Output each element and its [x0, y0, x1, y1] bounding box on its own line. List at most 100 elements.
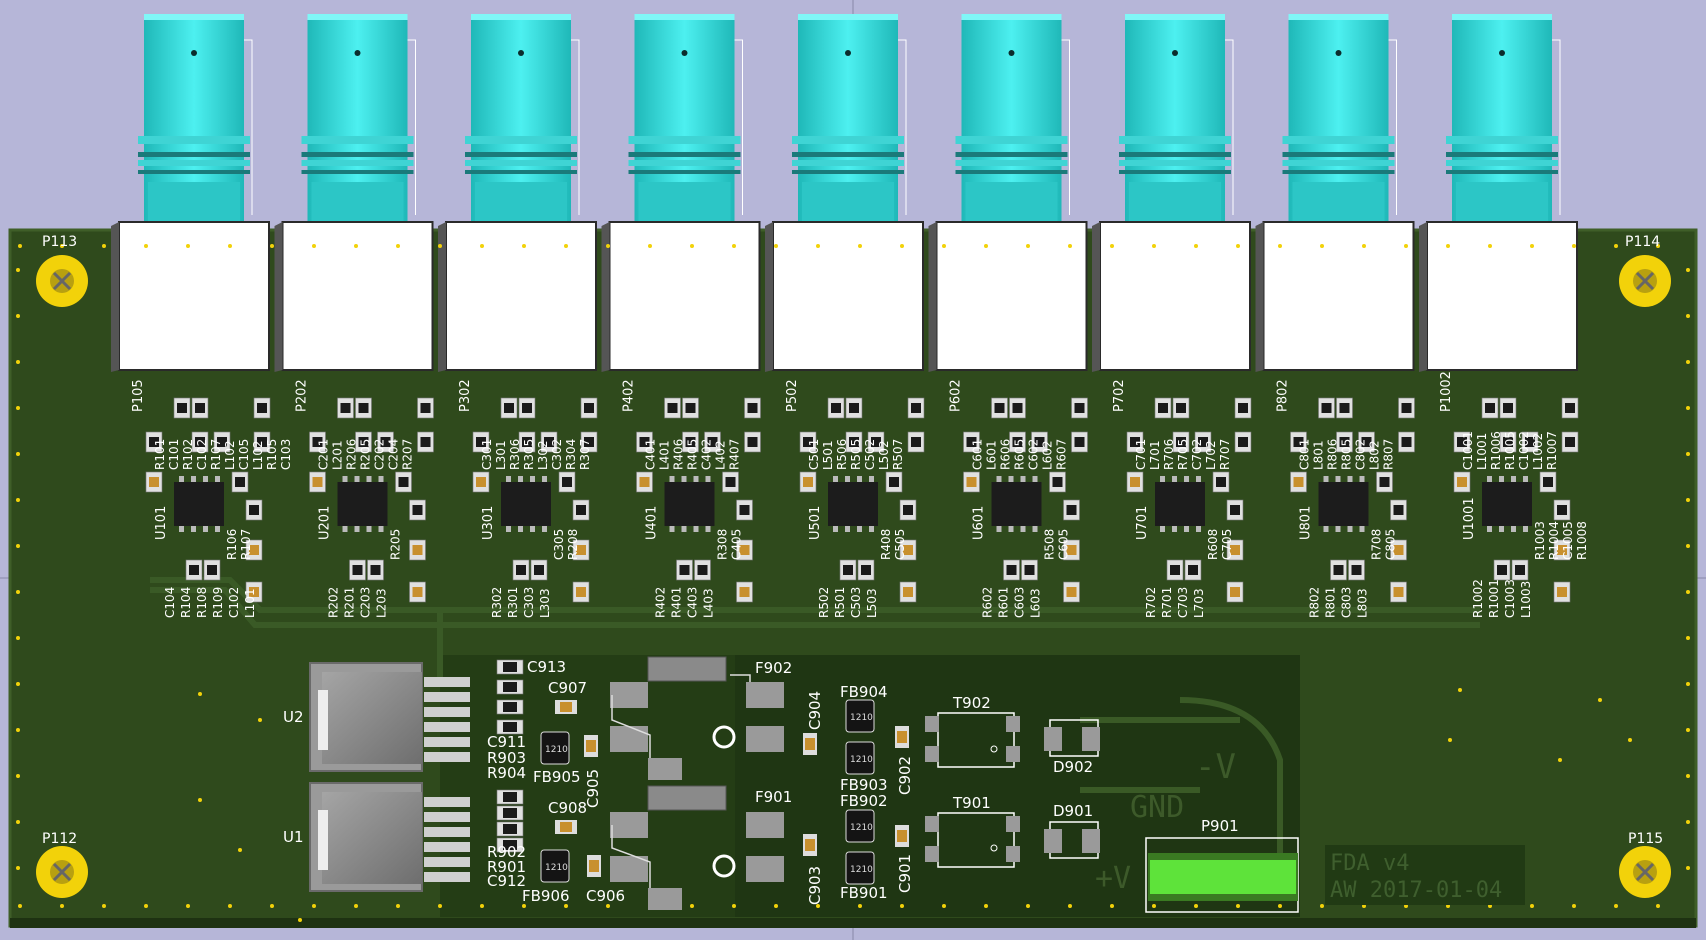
- component-label: C101: [167, 439, 181, 470]
- connector-label: P802: [1276, 379, 1291, 412]
- component-label: R108: [195, 587, 209, 618]
- component-label: C305: [552, 529, 566, 560]
- component-label: C803: [1340, 587, 1354, 618]
- ferrite-bead-fb903: 1210: [845, 741, 875, 775]
- component-label: C502: [863, 439, 877, 470]
- label-f902: F902: [755, 659, 792, 677]
- connector-label: P602: [949, 379, 964, 412]
- component-label: R701: [1160, 587, 1174, 618]
- label-fb903: FB903: [840, 776, 888, 794]
- component-label: C103: [279, 439, 293, 470]
- component-label: L602: [1041, 440, 1055, 470]
- component-label: L803: [1356, 588, 1370, 618]
- connector-label: P702: [1112, 379, 1127, 412]
- component-label: L401: [658, 440, 672, 470]
- component-label: R1001: [1487, 579, 1501, 618]
- component-label: C1001: [1461, 431, 1475, 470]
- connector-label: P105: [131, 379, 146, 412]
- ic-label: U101: [154, 506, 169, 540]
- silk-minus-v: -V: [1195, 747, 1236, 787]
- component-label: C203: [359, 587, 373, 618]
- label-fb906: FB906: [522, 887, 570, 905]
- component-label: R202: [327, 587, 341, 618]
- component-label: C602: [1027, 439, 1041, 470]
- component-label: R606: [999, 439, 1013, 470]
- dcdc-t901: [925, 812, 1020, 868]
- connector-label: P1002: [1439, 371, 1454, 412]
- component-label: R1005: [1503, 431, 1517, 470]
- diode-d902: [1044, 719, 1100, 757]
- component-label: R802: [1308, 587, 1322, 618]
- label-c905: C905: [584, 769, 602, 808]
- mount-hole-p113: [36, 255, 88, 307]
- bnc-connector: [1419, 14, 1578, 372]
- bnc-connector: [111, 14, 270, 372]
- component-label: R1006: [1489, 431, 1503, 470]
- dcdc-t902: [925, 712, 1020, 768]
- component-label: C1005: [1561, 521, 1575, 560]
- label-f901: F901: [755, 788, 792, 806]
- component-label: R601: [997, 587, 1011, 618]
- component-label: L1003: [1519, 581, 1533, 618]
- ic-label: U401: [645, 506, 660, 540]
- ferrite-bead-fb905: 1210: [540, 731, 570, 765]
- component-label: C802: [1354, 439, 1368, 470]
- ic-u1001: [1482, 482, 1532, 526]
- silk-gnd: GND: [1130, 790, 1184, 825]
- vias: [16, 244, 1690, 922]
- component-label: L201: [331, 440, 345, 470]
- label-d901: D901: [1053, 802, 1093, 820]
- ic-label: U1001: [1462, 497, 1477, 540]
- svg-text:1210: 1210: [850, 755, 873, 765]
- label-u1: U1: [283, 828, 304, 846]
- silk-plus-v: +V: [1095, 861, 1131, 896]
- label-p901: P901: [1201, 817, 1239, 835]
- label-c911: C911: [487, 733, 526, 751]
- component-label: C403: [686, 587, 700, 618]
- component-label: R807: [1382, 439, 1396, 470]
- component-label: R505: [849, 439, 863, 470]
- component-label: R502: [817, 587, 831, 618]
- power-connector-p901: [1145, 837, 1299, 913]
- connector-label: P502: [785, 379, 800, 412]
- component-label: R107: [209, 439, 223, 470]
- component-label: L702: [1204, 440, 1218, 470]
- label-r903: R903: [487, 749, 526, 767]
- ic-u701: [1155, 482, 1205, 526]
- component-label: R407: [728, 439, 742, 470]
- ic-label: U201: [318, 506, 333, 540]
- label-c907: C907: [548, 679, 587, 697]
- component-label: C302: [550, 439, 564, 470]
- component-label: C303: [522, 587, 536, 618]
- component-label: R308: [716, 529, 730, 560]
- component-label: R401: [670, 587, 684, 618]
- component-label: R501: [833, 587, 847, 618]
- bnc-connector: [765, 14, 924, 372]
- component-label: R608: [1206, 529, 1220, 560]
- ic-label: U301: [481, 506, 496, 540]
- component-label: R408: [879, 529, 893, 560]
- component-label: C201: [317, 439, 331, 470]
- component-label: C702: [1190, 439, 1204, 470]
- ic-label: U501: [808, 506, 823, 540]
- connector-label: P302: [458, 379, 473, 412]
- component-label: R304: [564, 439, 578, 470]
- component-label: C1002: [1517, 431, 1531, 470]
- component-label: R406: [672, 439, 686, 470]
- component-label: C801: [1298, 439, 1312, 470]
- label-t902: T902: [952, 694, 991, 712]
- label-r901: R901: [487, 858, 526, 876]
- power-section: 1210 1210 1210 1210 1210 1210: [283, 656, 1525, 913]
- label-c903: C903: [806, 866, 824, 905]
- power-small-caps: [555, 700, 909, 877]
- component-label: C705: [1220, 529, 1234, 560]
- component-label: C105: [237, 439, 251, 470]
- bnc-connector: [438, 14, 597, 372]
